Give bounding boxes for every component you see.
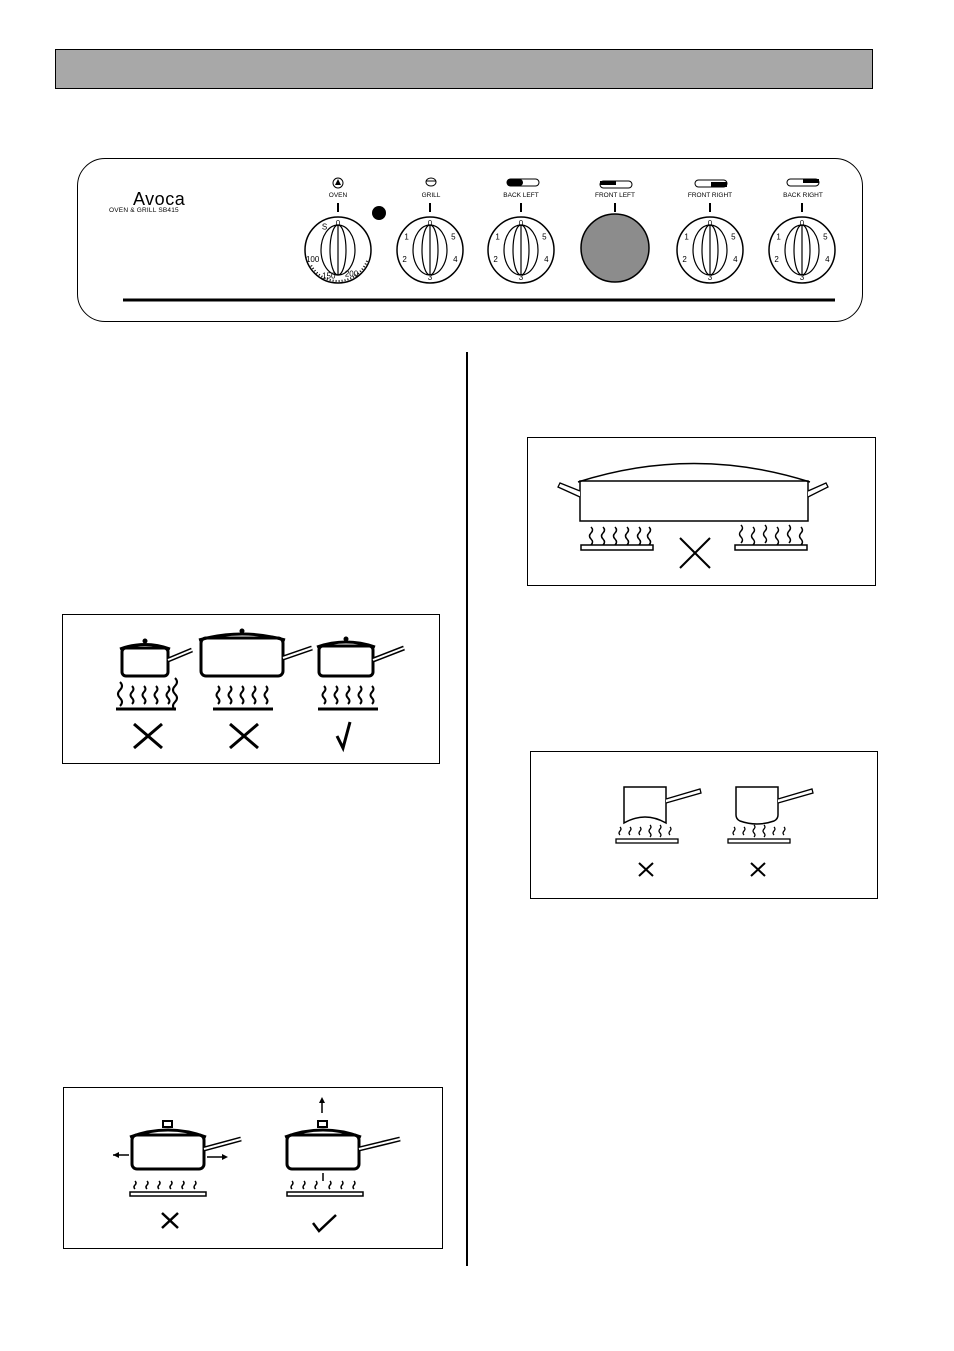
cross-icon [750, 862, 766, 877]
dial-digit: 2 [682, 255, 687, 264]
large-pan-icon [198, 628, 313, 678]
dial-digit: 2 [774, 255, 779, 264]
dial-digit: 3 [800, 273, 805, 282]
dial-digit: 5 [451, 233, 456, 242]
pan-no-lid-icon [113, 1120, 242, 1171]
pan-with-lid-icon [284, 1097, 401, 1181]
control-panel [77, 158, 863, 322]
oven-fan-icon [332, 177, 344, 189]
dial-digit: 1 [684, 233, 689, 242]
front-right-knob[interactable]: 0 1 2 3 4 5 [676, 216, 744, 284]
dial-digit: 1 [776, 233, 781, 242]
dial-digit: 0 [708, 219, 713, 228]
dial-digit: 3 [519, 273, 524, 282]
section-header-bar [55, 49, 873, 89]
rounded-base-pan-icon [735, 786, 814, 825]
dial-digit: S [322, 223, 327, 232]
dial-digit: 1 [404, 233, 409, 242]
heat-waves-2 [215, 685, 269, 705]
back-left-knob[interactable]: 0 1 2 3 4 5 [487, 216, 555, 284]
column-divider [466, 352, 468, 1266]
cross-icon [229, 722, 259, 750]
knob-label-back-left: BACK LEFT [503, 192, 539, 199]
warped-base-pan-icon [623, 786, 702, 825]
oversized-pan-icon [557, 462, 829, 522]
cross-icon [161, 1212, 179, 1229]
small-pan-icon [119, 638, 193, 678]
heat-waves-3 [321, 685, 375, 705]
check-icon [312, 1214, 337, 1233]
dial-digit: 100 [306, 255, 320, 264]
figure-pan-size-drawing [116, 628, 405, 753]
hob-back-left-icon [506, 178, 540, 187]
hob-front-right-icon [694, 179, 728, 188]
dial-digit: 4 [733, 255, 738, 264]
figure-pan-lid-drawing [113, 1097, 401, 1233]
grill-icon [425, 177, 437, 187]
grill-knob[interactable]: 0 1 2 3 4 5 [396, 216, 464, 284]
dial-digit: 2 [402, 255, 407, 264]
dial-digit: 5 [542, 233, 547, 242]
figure-distorted-pans-drawing [615, 786, 814, 877]
dial-digit: 5 [731, 233, 736, 242]
dial-digit: 3 [428, 273, 433, 282]
dial-digit: 3 [708, 273, 713, 282]
heat-waves-1 [117, 677, 178, 711]
dial-digit: 5 [823, 233, 828, 242]
dial-digit: 0 [336, 219, 341, 228]
knob-label-grill: GRILL [421, 192, 441, 199]
figure-oversized-pan [527, 437, 876, 586]
dial-digit: 0 [519, 219, 524, 228]
dial-digit: 1 [495, 233, 500, 242]
dial-digit: 0 [428, 219, 433, 228]
knob-label-oven: OVEN [328, 192, 348, 199]
hob-back-right-icon [786, 178, 820, 187]
check-icon [335, 721, 352, 753]
model-name: OVEN & GRILL SB415 [109, 207, 179, 214]
figure-pan-lid [63, 1087, 443, 1249]
dial-digit: 4 [453, 255, 458, 264]
dial-digit: 200 [345, 269, 359, 278]
knob-label-back-right: BACK RIGHT [783, 192, 823, 199]
oven-indicator-light [372, 206, 386, 220]
dial-digit: 0 [800, 219, 805, 228]
figure-pan-size [62, 614, 440, 764]
dial-digit: 150 [322, 271, 336, 280]
knob-label-front-left: FRONT LEFT [595, 192, 635, 199]
hob-front-left-icon [599, 180, 633, 189]
figure-distorted-pans [530, 751, 878, 899]
dial-digit: 2 [493, 255, 498, 264]
dial-digit: 4 [544, 255, 549, 264]
knob-label-front-right: FRONT RIGHT [687, 192, 733, 199]
correct-pan-icon [316, 636, 405, 678]
figure-oversized-pan-drawing [557, 462, 829, 569]
brand-name: Avoca [133, 189, 186, 209]
cross-icon [679, 537, 711, 569]
cross-icon [638, 862, 654, 877]
dial-digit: 4 [825, 255, 830, 264]
cross-icon [133, 722, 163, 750]
back-right-knob[interactable]: 0 1 2 3 4 5 [768, 216, 836, 284]
front-left-hotplate [580, 213, 650, 283]
